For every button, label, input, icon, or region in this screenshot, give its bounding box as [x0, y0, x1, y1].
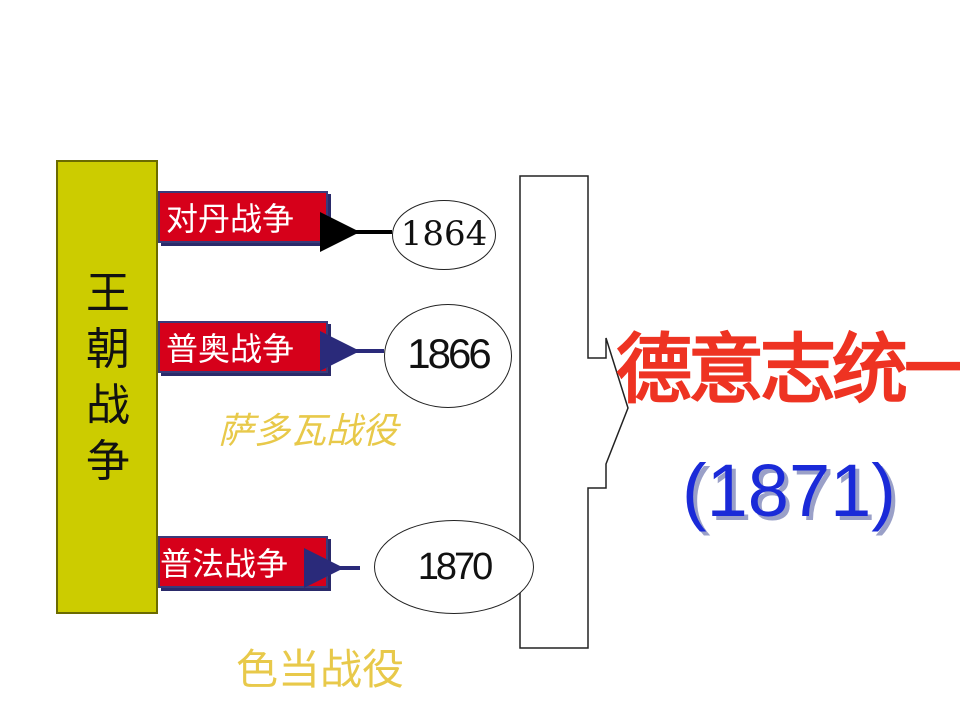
- dynastic-wars-label: 王朝战争: [86, 268, 130, 487]
- unification-bracket: [519, 175, 629, 649]
- year-ellipse-1864: [392, 200, 496, 270]
- year-1866: 1866: [407, 330, 491, 377]
- unification-year: (1871): [682, 449, 896, 532]
- year-ellipse-1866: [384, 304, 512, 408]
- war-box-danish: 对丹战争: [158, 191, 328, 243]
- war-label-franco-prussian: 普法战争: [160, 545, 289, 583]
- war-label-danish: 对丹战争: [166, 200, 295, 238]
- war-box-austro-prussian: 普奥战争: [158, 321, 328, 373]
- unification-title: 德意志统一: [616, 325, 960, 414]
- year-ellipse-1870: [374, 520, 534, 614]
- year-1864: 1864: [400, 214, 488, 254]
- battle-sedan: 色当战役: [236, 645, 405, 694]
- dynastic-wars-block: [56, 160, 158, 614]
- year-1870: 1870: [417, 546, 494, 588]
- war-label-austro-prussian: 普奥战争: [166, 330, 295, 368]
- war-box-franco-prussian: 普法战争: [158, 536, 328, 588]
- battle-sadowa: 萨多瓦战役: [218, 411, 399, 452]
